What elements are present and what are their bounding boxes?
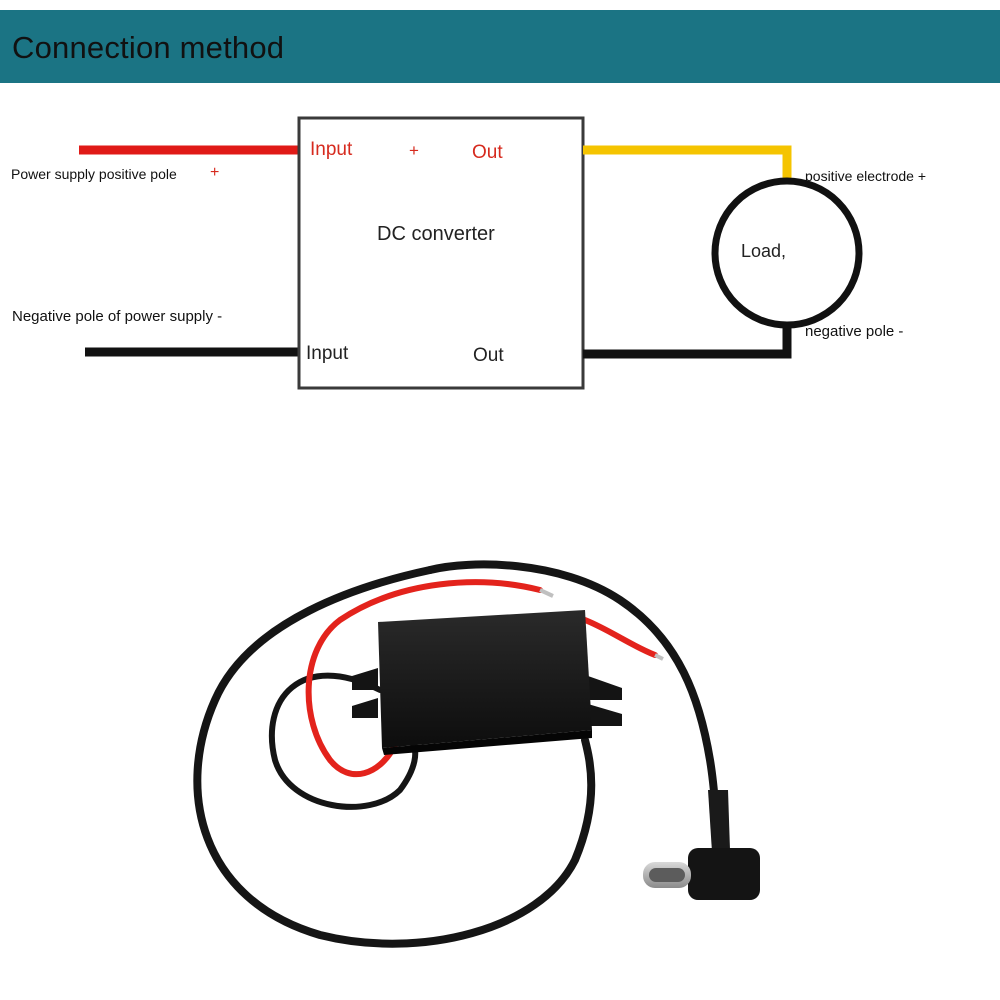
dc-converter-box (297, 116, 585, 390)
converter-input-top-label: Input (310, 139, 353, 160)
converter-out-bottom-label: Out (473, 345, 504, 366)
product-photo (193, 560, 760, 948)
black-wire-inner (268, 672, 419, 810)
black-wire-top (426, 560, 722, 839)
module-tab-left-2 (352, 698, 378, 718)
usb-c-strain-relief (708, 790, 730, 852)
converter-name-label: DC converter (377, 223, 495, 245)
load-name-label: Load, (741, 241, 787, 261)
red-wire-end (582, 617, 658, 658)
usb-c-plug-opening (649, 868, 685, 882)
wiring-diagram (79, 116, 863, 390)
power-negative-label: Negative pole of power supply - (12, 308, 223, 325)
usb-c-plug-body (688, 848, 760, 900)
converter-out-top-label: Out (472, 142, 503, 163)
output-positive-wire (583, 145, 792, 186)
load-positive-label: positive electrode + (805, 168, 927, 184)
red-wire-tip (654, 653, 664, 661)
module-tab-right (588, 676, 622, 700)
module-tab-right-2 (588, 704, 622, 726)
power-positive-label: Power supply positive pole (11, 166, 177, 182)
page-title: Connection method (12, 30, 285, 65)
black-wire-loop (193, 566, 596, 948)
module-bottom-edge (382, 730, 592, 755)
module-tab-left (352, 668, 378, 690)
red-wire-tip-top (539, 588, 554, 598)
converter-plus-label: + (409, 141, 419, 160)
output-negative-wire (583, 320, 792, 359)
load-circle (711, 177, 863, 329)
converter-input-bottom-label: Input (306, 343, 349, 364)
dc-converter-module (378, 610, 592, 748)
header-bar: Connection method (0, 10, 1000, 83)
power-positive-sign: + (210, 164, 220, 181)
load-negative-label: negative pole - (805, 323, 904, 340)
